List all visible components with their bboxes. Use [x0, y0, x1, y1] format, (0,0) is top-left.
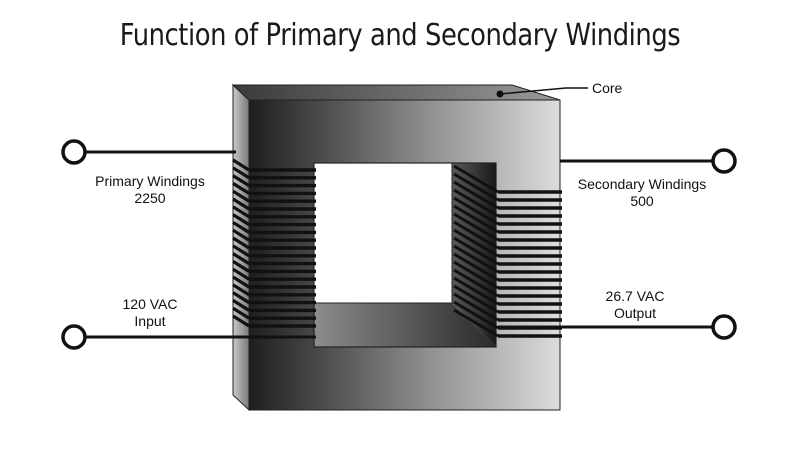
- secondary-turn-side: [453, 308, 499, 338]
- primary-turn-side: [232, 267, 250, 281]
- secondary-turn-side: [453, 292, 499, 322]
- secondary-turn-side: [453, 276, 499, 306]
- secondary-turn-side: [453, 284, 499, 314]
- secondary-turn-side: [453, 244, 499, 274]
- primary-turn-side: [232, 213, 250, 226]
- primary-turn-side: [232, 166, 250, 180]
- primary-top-terminal: [61, 139, 87, 165]
- core-label: Core: [592, 80, 623, 96]
- secondary-turn-side: [453, 220, 499, 250]
- secondary-turn-side: [453, 260, 499, 290]
- secondary-turn-side: [453, 228, 499, 258]
- primary-turn-side: [232, 291, 250, 304]
- primary-turn-side: [232, 197, 250, 211]
- primary-windings-turns: 2250: [134, 190, 166, 206]
- output-voltage: 26.7 VAC: [605, 288, 665, 304]
- secondary-turn-side: [453, 212, 499, 242]
- primary-turn-side: [232, 228, 250, 242]
- primary-turn-side: [232, 314, 250, 328]
- primary-turn-side: [232, 306, 250, 320]
- primary-coil: [232, 158, 316, 328]
- secondary-turn-side: [453, 204, 499, 234]
- primary-turn-side: [232, 275, 250, 289]
- primary-windings-label: Primary Windings 2250: [80, 173, 220, 207]
- secondary-turn-side: [453, 236, 499, 266]
- primary-turn-side: [232, 221, 250, 234]
- secondary-top-terminal: [711, 148, 737, 174]
- secondary-turn-side: [453, 164, 499, 194]
- secondary-turn-side: [453, 300, 499, 330]
- secondary-turn-side: [453, 180, 499, 210]
- core-pointer-dot: [496, 90, 504, 98]
- primary-turn-side: [232, 260, 250, 273]
- primary-turn-side: [232, 189, 250, 203]
- primary-turn-side: [232, 236, 250, 250]
- secondary-turn-side: [453, 188, 499, 218]
- secondary-windings-label: Secondary Windings 500: [558, 176, 726, 210]
- primary-turn-side: [232, 158, 250, 172]
- secondary-turn-side: [453, 268, 499, 298]
- primary-turn-side: [232, 174, 250, 187]
- secondary-bottom-terminal: [711, 314, 737, 340]
- primary-turn-side: [232, 182, 250, 195]
- output-text: Output: [613, 305, 657, 321]
- primary-turn-side: [232, 283, 250, 297]
- output-label: 26.7 VAC Output: [590, 288, 680, 322]
- primary-turn-side: [232, 252, 250, 265]
- secondary-turn-side: [453, 172, 499, 202]
- secondary-turn-side: [453, 252, 499, 282]
- primary-turn-side: [232, 299, 250, 312]
- diagram-title: Function of Primary and Secondary Windin…: [119, 18, 681, 53]
- secondary-turn-side: [453, 196, 499, 226]
- input-text: Input: [134, 313, 166, 329]
- core-pointer-line: [499, 87, 588, 95]
- secondary-windings-turns: 500: [630, 193, 654, 209]
- primary-windings-name: Primary Windings: [95, 173, 205, 189]
- window-bottom-inner: [314, 303, 496, 347]
- input-voltage: 120 VAC: [122, 296, 178, 312]
- primary-bottom-terminal: [61, 324, 87, 350]
- secondary-windings-name: Secondary Windings: [577, 176, 707, 192]
- core-window: [313, 162, 453, 304]
- primary-turn-side: [232, 205, 250, 219]
- primary-turn-side: [232, 244, 250, 258]
- input-label: 120 VAC Input: [110, 296, 190, 330]
